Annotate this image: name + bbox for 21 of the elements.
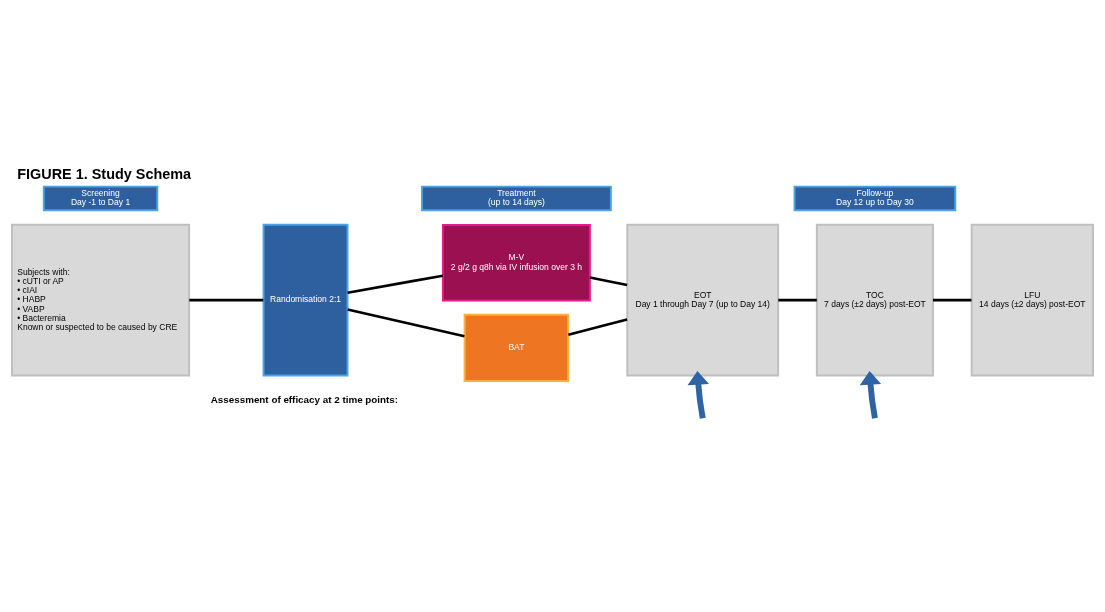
node-box: M-V 2 g/2 g q8h via IV infusion over 3 h [441, 224, 591, 302]
node-box: Treatment (up to 14 days) [420, 185, 612, 212]
node-box: Randomisation 2:1 [262, 223, 349, 377]
node-box: Follow-up Day 12 up to Day 30 [793, 185, 957, 212]
connector [347, 308, 465, 338]
node-box: Screening Day -1 to Day 1 [42, 185, 159, 212]
node-box: TOC 7 days (±2 days) post-EOT [815, 223, 934, 377]
connector [568, 318, 628, 336]
connector [189, 298, 264, 302]
connector [778, 298, 817, 302]
node-box: EOT Day 1 through Day 7 (up to Day 14) [626, 223, 780, 377]
connector [347, 274, 444, 294]
arrow [859, 371, 882, 419]
diagram-title: FIGURE 1. Study Schema [17, 166, 192, 183]
node-box: BAT [463, 313, 570, 383]
label: Assessment of efficacy at 2 time points: [210, 394, 399, 406]
arrow [687, 371, 709, 419]
connector [589, 276, 628, 287]
connector [933, 298, 972, 302]
node-box: Subjects with: • cUTI or AP • cIAI • HABP • VABP • Bacteremia Known or suspected to be caused by CRE [11, 223, 191, 377]
node-box: LFU 14 days (±2 days) post-EOT [970, 223, 1094, 377]
